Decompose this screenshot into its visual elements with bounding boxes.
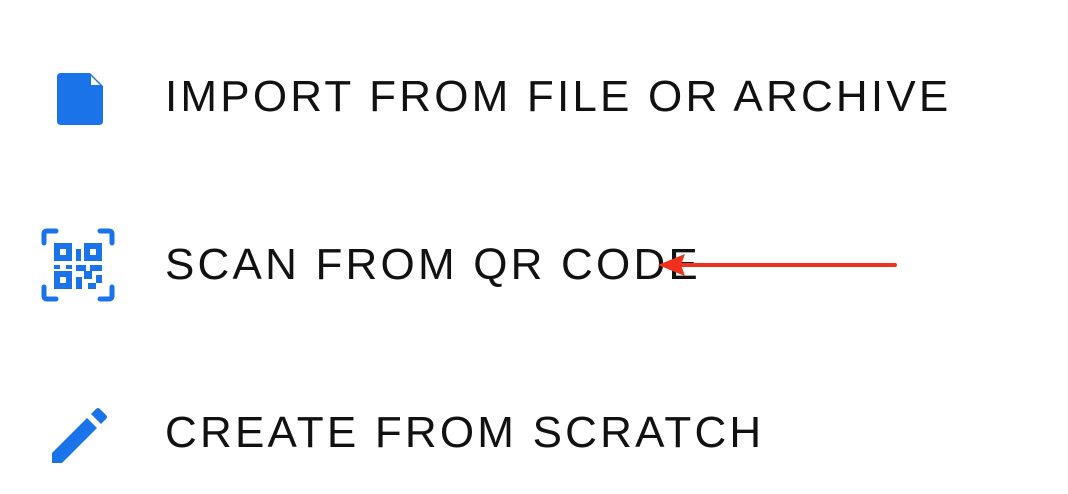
file-icon — [40, 59, 116, 135]
menu-item-label: SCAN FROM QR CODE — [165, 240, 701, 289]
menu-item-label: IMPORT FROM FILE OR ARCHIVE — [165, 72, 952, 121]
annotation-arrow — [658, 254, 897, 276]
menu-item-create-scratch[interactable]: CREATE FROM SCRATCH — [0, 373, 1068, 493]
menu-item-label: CREATE FROM SCRATCH — [165, 408, 765, 457]
menu-item-import-file[interactable]: IMPORT FROM FILE OR ARCHIVE — [0, 37, 1068, 157]
pencil-icon — [40, 395, 116, 471]
qr-code-scan-icon — [40, 227, 116, 303]
menu-item-scan-qr[interactable]: SCAN FROM QR CODE — [0, 205, 1068, 325]
